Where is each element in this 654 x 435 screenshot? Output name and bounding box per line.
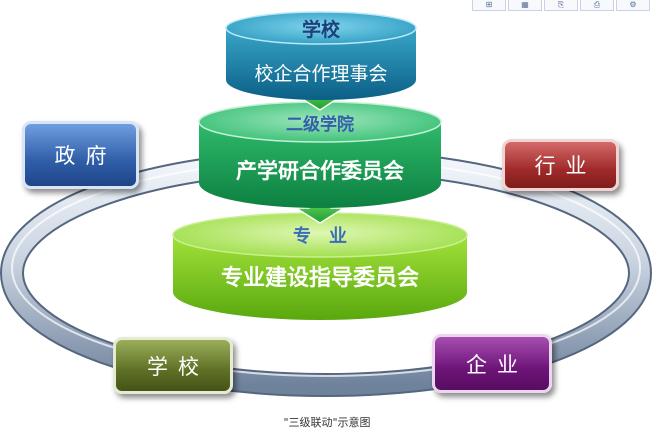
tier-specialty-body <box>173 235 467 320</box>
print-icon[interactable]: ⎙ <box>580 0 614 11</box>
node-industry: 行业 <box>502 139 619 191</box>
node-school: 学校 <box>113 337 233 394</box>
settings-icon[interactable]: ⚙ <box>616 0 650 11</box>
three-level-diagram: 专 业 专业建设指导委员会 二级学院 产学研合作委员会 学校 校企合作理事会 <box>0 11 652 397</box>
tier-specialty: 专 业 专业建设指导委员会 <box>172 212 468 320</box>
node-enterprise: 企业 <box>432 334 552 393</box>
node-industry-label: 行业 <box>534 154 597 178</box>
tier-college-body <box>199 122 441 208</box>
node-school-label: 学校 <box>147 354 209 379</box>
node-enterprise-label: 企业 <box>466 352 528 377</box>
tier-college-header: 二级学院 <box>286 114 354 135</box>
toolbar: ⊞ ▦ ⎘ ⎙ ⚙ <box>472 0 654 12</box>
export-icon[interactable]: ⎘ <box>544 0 578 11</box>
tier-specialty-label: 专业建设指导委员会 <box>221 265 419 291</box>
figure-caption: "三级联动"示意图 <box>283 416 371 429</box>
tier-specialty-header: 专 业 <box>293 225 347 247</box>
tier-college: 二级学院 产学研合作委员会 <box>198 101 442 208</box>
tier-school-body <box>226 28 416 100</box>
tier-school-label: 校企合作理事会 <box>254 63 387 85</box>
save-icon[interactable]: ▦ <box>508 0 542 11</box>
tier-college-label: 产学研合作委员会 <box>236 159 404 183</box>
tier-school-header: 学校 <box>302 18 341 41</box>
tier-school: 学校 校企合作理事会 <box>225 11 417 100</box>
node-government: 政府 <box>22 121 139 189</box>
add-image-icon[interactable]: ⊞ <box>472 0 506 11</box>
tier-school-cap <box>225 11 417 45</box>
node-government-label: 政府 <box>54 144 117 168</box>
